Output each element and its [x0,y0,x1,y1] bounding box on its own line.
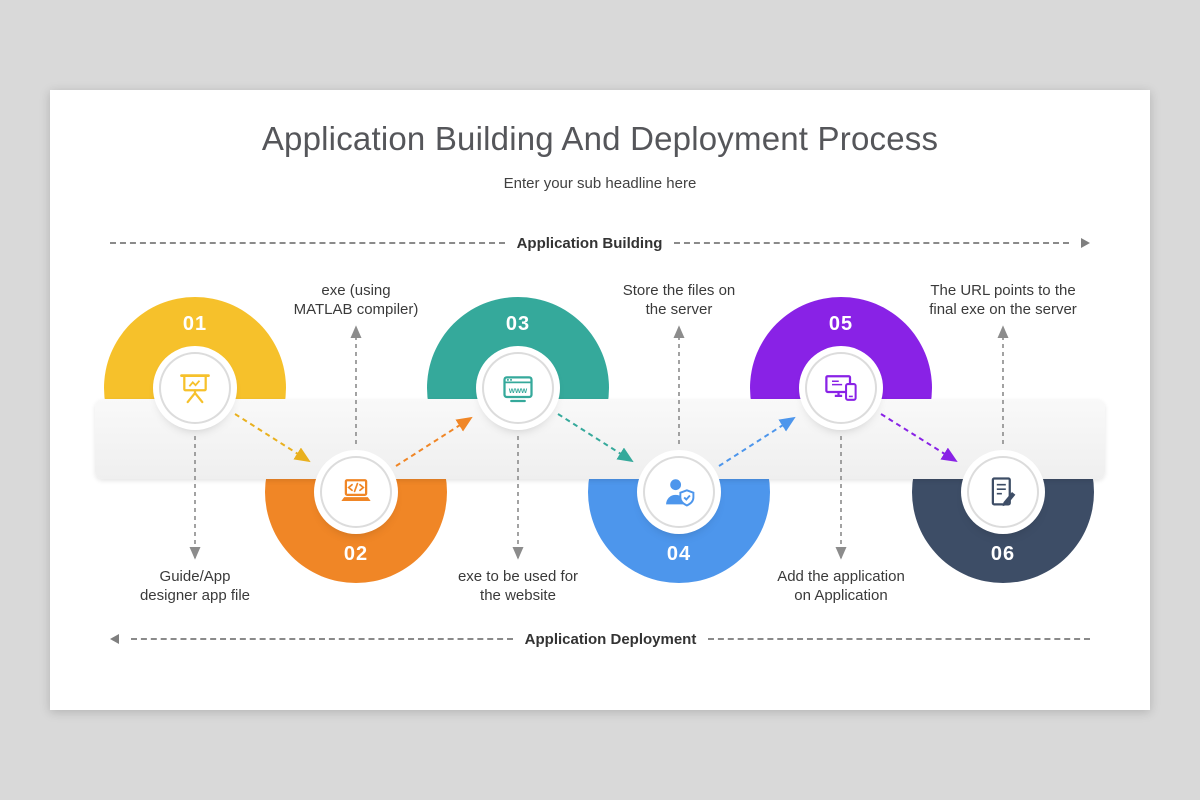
devices-icon [825,375,857,401]
step-label-02: exe (using MATLAB compiler) [293,282,419,318]
page-title: Application Building And Deployment Proc… [261,120,939,157]
step-number-02: 02 [343,543,369,565]
deployment-flow-label: Application Deployment [524,630,697,648]
dashed-line [131,638,513,640]
dashed-line [110,242,505,244]
arrow-right-icon [1081,238,1091,248]
step-icon-circle-03: www [484,354,552,422]
step-label-05: Add the application on Application [777,568,905,604]
dashed-line [708,638,1090,640]
step-label-04: Store the files on the server [622,282,736,318]
timeline-band [95,399,1105,479]
step-icon-circle-04 [645,458,713,526]
deployment-flow-guide: Application Deployment [110,628,1090,650]
step-icon-circle-05 [807,354,875,422]
building-flow-guide: Application Building [110,232,1091,254]
www-browser-icon: www [503,376,533,403]
arrow-left-icon [110,634,119,644]
step-label-03: exe to be used for the website [457,568,579,604]
step-icon-circle-06 [969,458,1037,526]
step-number-05: 05 [828,313,854,335]
document-edit-icon [991,477,1016,507]
user-shield-icon [666,479,695,507]
presentation-board-icon [180,374,210,404]
step-icon-circle-01 [161,354,229,422]
step-label-06: The URL points to the final exe on the s… [929,282,1077,318]
page-subtitle: Enter your sub headline here [503,175,697,192]
step-number-06: 06 [990,543,1016,565]
building-flow-label: Application Building [516,234,663,252]
step-number-01: 01 [182,313,208,335]
code-laptop-icon [341,479,371,501]
dashed-line [674,242,1070,244]
step-number-03: 03 [505,313,531,335]
step-label-01: Guide/App designer app file [139,568,251,604]
step-number-04: 04 [666,543,692,565]
svg-text:www: www [508,386,528,395]
slide: Application Building And Deployment Proc… [50,90,1150,710]
step-icon-circle-02 [322,458,390,526]
